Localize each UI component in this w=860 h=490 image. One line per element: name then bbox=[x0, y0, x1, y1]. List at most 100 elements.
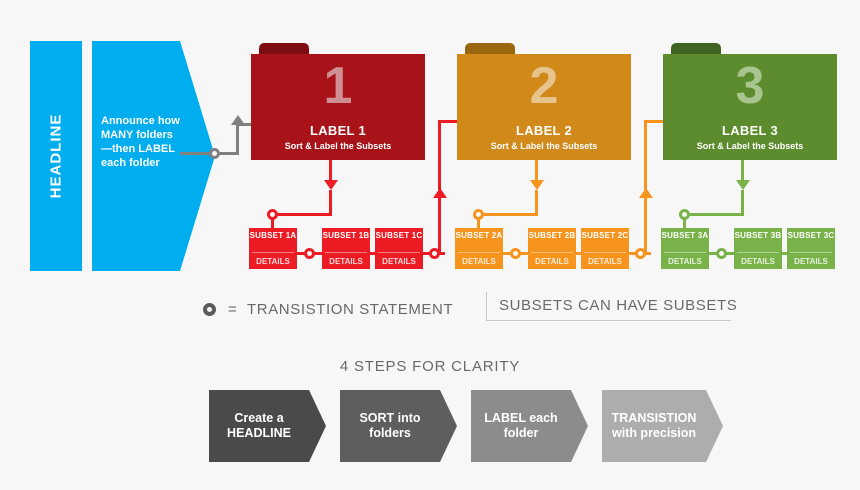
green-arrow-down-icon bbox=[736, 180, 750, 190]
folder-subtitle: Sort & Label the Subsets bbox=[284, 141, 392, 151]
legend-transition-node-icon bbox=[203, 303, 216, 316]
red-exit-into-folder2 bbox=[438, 120, 465, 123]
transition-node-3a bbox=[679, 209, 690, 220]
orange-arrow-up-icon bbox=[639, 188, 653, 198]
step-3[interactable]: LABEL each folder bbox=[471, 390, 588, 462]
step-label: SORT into folders bbox=[340, 411, 440, 441]
step-label: LABEL each folder bbox=[471, 411, 571, 441]
folder-label: LABEL 1 bbox=[309, 123, 367, 138]
subset-details: DETAILS bbox=[382, 257, 416, 266]
green-down-riser-2 bbox=[741, 190, 744, 216]
subset-details: DETAILS bbox=[668, 257, 702, 266]
subset-box-1c[interactable]: SUBSET 1C DETAILS bbox=[375, 228, 423, 269]
folder-subtitle: Sort & Label the Subsets bbox=[696, 141, 804, 151]
folder-label: LABEL 3 bbox=[721, 123, 779, 138]
subset-divider bbox=[325, 252, 367, 253]
subset-divider bbox=[584, 252, 626, 253]
step-label: Create a HEADLINE bbox=[209, 411, 309, 441]
subset-box-2b[interactable]: SUBSET 2B DETAILS bbox=[528, 228, 576, 269]
step-line-2: folders bbox=[369, 426, 411, 440]
subset-details: DETAILS bbox=[329, 257, 363, 266]
red-exit-riser bbox=[438, 198, 441, 254]
red-down-riser-2 bbox=[329, 190, 332, 216]
subset-details: DETAILS bbox=[256, 257, 290, 266]
step-chevron-icon bbox=[571, 390, 588, 462]
subset-title: SUBSET 1A bbox=[249, 231, 297, 240]
subset-box-3a[interactable]: SUBSET 3A DETAILS bbox=[661, 228, 709, 269]
gray-connector-line bbox=[180, 152, 210, 155]
announce-text: Announce how MANY folders—then LABEL eac… bbox=[101, 115, 180, 169]
step-2[interactable]: SORT into folders bbox=[340, 390, 457, 462]
step-1[interactable]: Create a HEADLINE bbox=[209, 390, 326, 462]
gray-connector-line-2 bbox=[219, 152, 239, 155]
subset-details: DETAILS bbox=[588, 257, 622, 266]
subset-divider bbox=[737, 252, 779, 253]
step-chevron-icon bbox=[309, 390, 326, 462]
folder-number: 3 bbox=[735, 57, 765, 115]
step-line-1: TRANSISTION bbox=[611, 411, 697, 425]
subset-title: SUBSET 1C bbox=[375, 231, 423, 240]
subset-title: SUBSET 3B bbox=[734, 231, 782, 240]
orange-down-riser-2 bbox=[535, 190, 538, 216]
green-drop-to-subset bbox=[683, 213, 686, 235]
subset-details: DETAILS bbox=[794, 257, 828, 266]
step-line-2: HEADLINE bbox=[227, 426, 291, 440]
subset-divider bbox=[531, 252, 573, 253]
green-run-left bbox=[683, 213, 744, 216]
subset-box-3c[interactable]: SUBSET 3C DETAILS bbox=[787, 228, 835, 269]
orange-drop-to-subset bbox=[477, 213, 480, 235]
orange-exit-riser bbox=[644, 198, 647, 254]
step-line-1: Create a bbox=[234, 411, 284, 425]
headline-bar: HEADLINE bbox=[30, 41, 82, 271]
gray-arrow-up-icon bbox=[231, 115, 245, 125]
subset-divider bbox=[378, 252, 420, 253]
step-label: TRANSISTION with precision bbox=[602, 411, 706, 441]
step-chevron-icon bbox=[706, 390, 723, 462]
gray-connector-riser bbox=[236, 123, 239, 153]
subset-box-1a[interactable]: SUBSET 1A DETAILS bbox=[249, 228, 297, 269]
subset-divider bbox=[252, 252, 294, 253]
subset-title: SUBSET 2B bbox=[528, 231, 576, 240]
subset-details: DETAILS bbox=[462, 257, 496, 266]
folder-body: 1 LABEL 1 Sort & Label the Subsets bbox=[251, 54, 425, 160]
red-exit-riser-2 bbox=[438, 120, 441, 190]
folder-body: 2 LABEL 2 Sort & Label the Subsets bbox=[457, 54, 631, 160]
orange-down-riser bbox=[535, 160, 538, 181]
subset-box-2c[interactable]: SUBSET 2C DETAILS bbox=[581, 228, 629, 269]
transition-node-1ab bbox=[304, 248, 315, 259]
subset-details: DETAILS bbox=[535, 257, 569, 266]
subset-box-2a[interactable]: SUBSET 2A DETAILS bbox=[455, 228, 503, 269]
red-run-left bbox=[271, 213, 332, 216]
subsets-note-text: SUBSETS CAN HAVE SUBSETS bbox=[499, 297, 738, 314]
step-line-1: LABEL each bbox=[484, 411, 558, 425]
subset-details: DETAILS bbox=[741, 257, 775, 266]
step-line-1: SORT into bbox=[359, 411, 421, 425]
legend-transition-label: TRANSISTION STATEMENT bbox=[247, 301, 454, 318]
red-drop-to-subset bbox=[271, 213, 274, 235]
step-chevron-icon bbox=[440, 390, 457, 462]
folder-tab bbox=[671, 43, 721, 57]
folder-2[interactable]: 2 LABEL 2 Sort & Label the Subsets bbox=[457, 43, 631, 160]
folder-1[interactable]: 1 LABEL 1 Sort & Label the Subsets bbox=[251, 43, 425, 160]
announce-arrow-body bbox=[92, 41, 180, 271]
red-arrow-up-icon bbox=[433, 188, 447, 198]
gray-connector-into-folder bbox=[236, 123, 260, 126]
subset-divider bbox=[664, 252, 706, 253]
folder-tab bbox=[259, 43, 309, 57]
subset-box-1b[interactable]: SUBSET 1B DETAILS bbox=[322, 228, 370, 269]
subset-title: SUBSET 3C bbox=[787, 231, 835, 240]
subset-divider bbox=[790, 252, 832, 253]
subsets-note-box: SUBSETS CAN HAVE SUBSETS bbox=[486, 292, 737, 321]
transition-node-start bbox=[209, 148, 220, 159]
step-4[interactable]: TRANSISTION with precision bbox=[602, 390, 723, 462]
orange-exit-into-folder3 bbox=[644, 120, 671, 123]
orange-run-left bbox=[477, 213, 538, 216]
step-line-2: folder bbox=[503, 426, 539, 440]
folder-tab bbox=[465, 43, 515, 57]
folder-3[interactable]: 3 LABEL 3 Sort & Label the Subsets bbox=[663, 43, 837, 160]
subset-box-3b[interactable]: SUBSET 3B DETAILS bbox=[734, 228, 782, 269]
red-down-riser bbox=[329, 160, 332, 181]
transition-node-2a bbox=[473, 209, 484, 220]
subset-divider bbox=[458, 252, 500, 253]
